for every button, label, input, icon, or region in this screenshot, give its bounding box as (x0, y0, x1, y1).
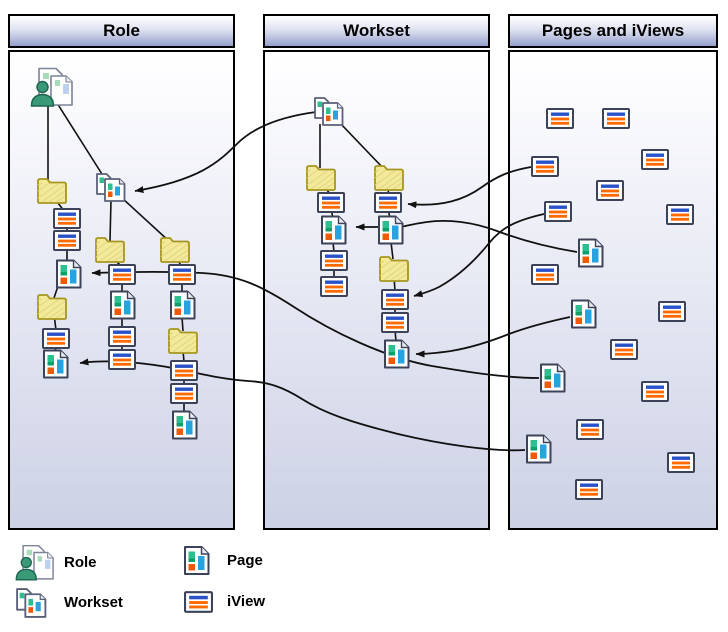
iview-icon (610, 338, 638, 360)
folder-icon (305, 164, 337, 191)
iview-icon (317, 191, 345, 213)
workset-icon (14, 587, 49, 619)
iview-icon (168, 263, 196, 285)
page-icon (183, 545, 210, 576)
iview-icon (381, 311, 409, 333)
role-icon (29, 67, 73, 107)
folder-icon (159, 236, 191, 263)
legend-label: iView (227, 593, 266, 610)
iview-icon (667, 451, 695, 473)
iview-icon (641, 148, 669, 170)
page-icon (570, 299, 597, 329)
iview-icon (53, 207, 81, 229)
iview-icon (170, 382, 198, 404)
page-icon (320, 215, 347, 245)
panel-role-header: Role (8, 14, 235, 48)
iview-icon (374, 191, 402, 213)
iview-icon (108, 348, 136, 370)
iview-icon (108, 263, 136, 285)
iview-icon (575, 478, 603, 500)
panel-title: Pages and iViews (541, 21, 685, 40)
folder-icon (36, 293, 68, 320)
panel-title: Role (103, 21, 140, 40)
page-icon (55, 259, 82, 289)
iview-icon (576, 418, 604, 440)
folder-icon (94, 236, 126, 263)
iview-icon (108, 325, 136, 347)
iview-icon (42, 327, 70, 349)
page-icon (109, 290, 136, 320)
page-icon (539, 363, 566, 393)
panel-workset-header: Workset (263, 14, 490, 48)
iview-icon (544, 200, 572, 222)
iview-icon (381, 288, 409, 310)
page-icon (525, 434, 552, 464)
iview-icon (320, 249, 348, 271)
role-icon (14, 544, 54, 581)
folder-icon (373, 164, 405, 191)
legend-label: Role (64, 553, 97, 571)
iview-icon (320, 275, 348, 297)
iview-icon (658, 300, 686, 322)
page-icon (377, 215, 404, 245)
iview-icon (531, 263, 559, 285)
panel-pages-header: Pages and iViews (508, 14, 718, 48)
page-icon (171, 410, 198, 440)
page-icon (169, 290, 196, 320)
iview-icon (546, 107, 574, 129)
panel-workset-body (263, 50, 490, 530)
iview-icon (184, 591, 213, 613)
iview-icon (641, 380, 669, 402)
panel-title: Workset (343, 21, 410, 40)
iview-icon (531, 155, 559, 177)
iview-icon (596, 179, 624, 201)
folder-icon (167, 327, 199, 354)
iview-icon (666, 203, 694, 225)
iview-icon (602, 107, 630, 129)
iview-icon (53, 229, 81, 251)
workset-icon (312, 96, 346, 127)
workset-icon (94, 172, 128, 203)
legend-label: Workset (64, 594, 123, 611)
page-icon (383, 339, 410, 369)
folder-icon (36, 177, 68, 204)
folder-icon (378, 255, 410, 282)
iview-icon (170, 359, 198, 381)
legend-label: Page (227, 551, 263, 569)
panel-workset: Workset (263, 14, 490, 530)
page-icon (577, 238, 604, 268)
page-icon (42, 349, 69, 379)
